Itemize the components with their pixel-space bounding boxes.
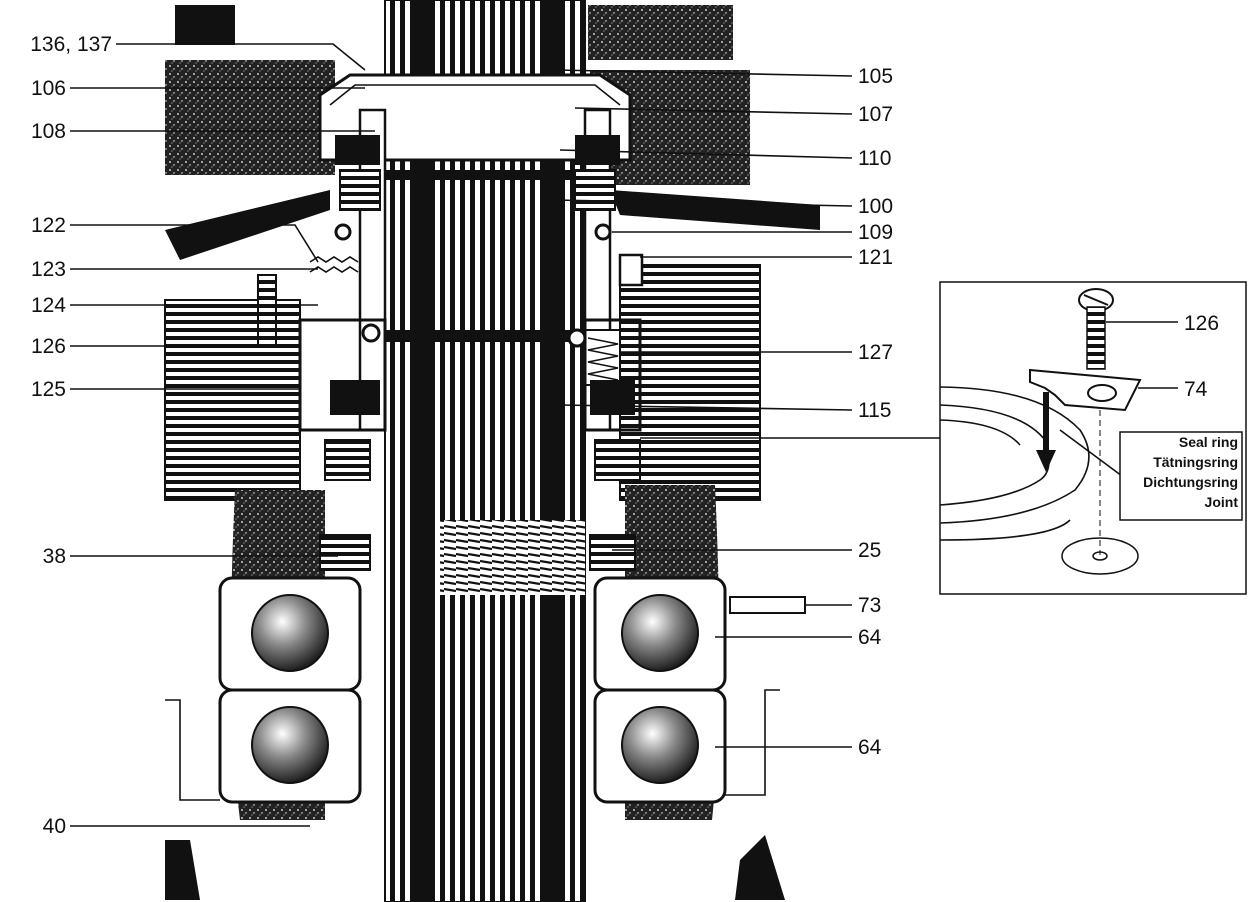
seal-ring-label-box: [1119, 431, 1243, 521]
callout-110: 110: [858, 147, 891, 170]
callout-106: 106: [31, 77, 66, 100]
callout-73: 73: [858, 594, 881, 617]
seal-ring-label-de: Dichtungsring: [1143, 474, 1238, 490]
callout-121: 121: [858, 246, 893, 269]
callout-126: 126: [31, 335, 66, 358]
callout-100: 100: [858, 195, 893, 218]
callout-109: 109: [858, 221, 893, 244]
callout-124: 124: [31, 294, 66, 317]
seal-ring-detail-inset: [939, 281, 1247, 595]
callout-115: 115: [858, 399, 891, 422]
right-callouts: 105 107 110 100 109 121 127 115 25 73 64…: [858, 65, 893, 759]
seal-ring-label-sv: Tätningsring: [1153, 454, 1238, 470]
callout-64-lower: 64: [858, 736, 882, 759]
right-leader-lines: [554, 69, 940, 748]
callout-136-137: 136, 137: [30, 33, 112, 56]
callout-40: 40: [43, 815, 66, 838]
callout-105: 105: [858, 65, 893, 88]
callout-127: 127: [858, 341, 893, 364]
callout-123: 123: [31, 258, 66, 281]
left-leader-lines: [70, 43, 375, 827]
callout-107: 107: [858, 103, 893, 126]
seal-ring-label-en: Seal ring: [1178, 434, 1238, 450]
callout-38: 38: [43, 545, 66, 568]
seal-ring-label-fr: Joint: [1204, 494, 1238, 510]
seal-ring-labels: Seal ring Tätningsring Dichtungsring Joi…: [1122, 432, 1238, 512]
inset-callout-74: 74: [1184, 378, 1208, 401]
callout-108: 108: [31, 120, 66, 143]
callout-122: 122: [31, 214, 66, 237]
callout-64-upper: 64: [858, 626, 882, 649]
left-callouts: 136, 137 106 108 122 123 124 126 125 38 …: [30, 33, 112, 838]
callout-25: 25: [858, 539, 881, 562]
pump-cross-section: [164, 0, 820, 902]
inset-callout-126: 126: [1184, 312, 1219, 335]
callout-125: 125: [31, 378, 66, 401]
